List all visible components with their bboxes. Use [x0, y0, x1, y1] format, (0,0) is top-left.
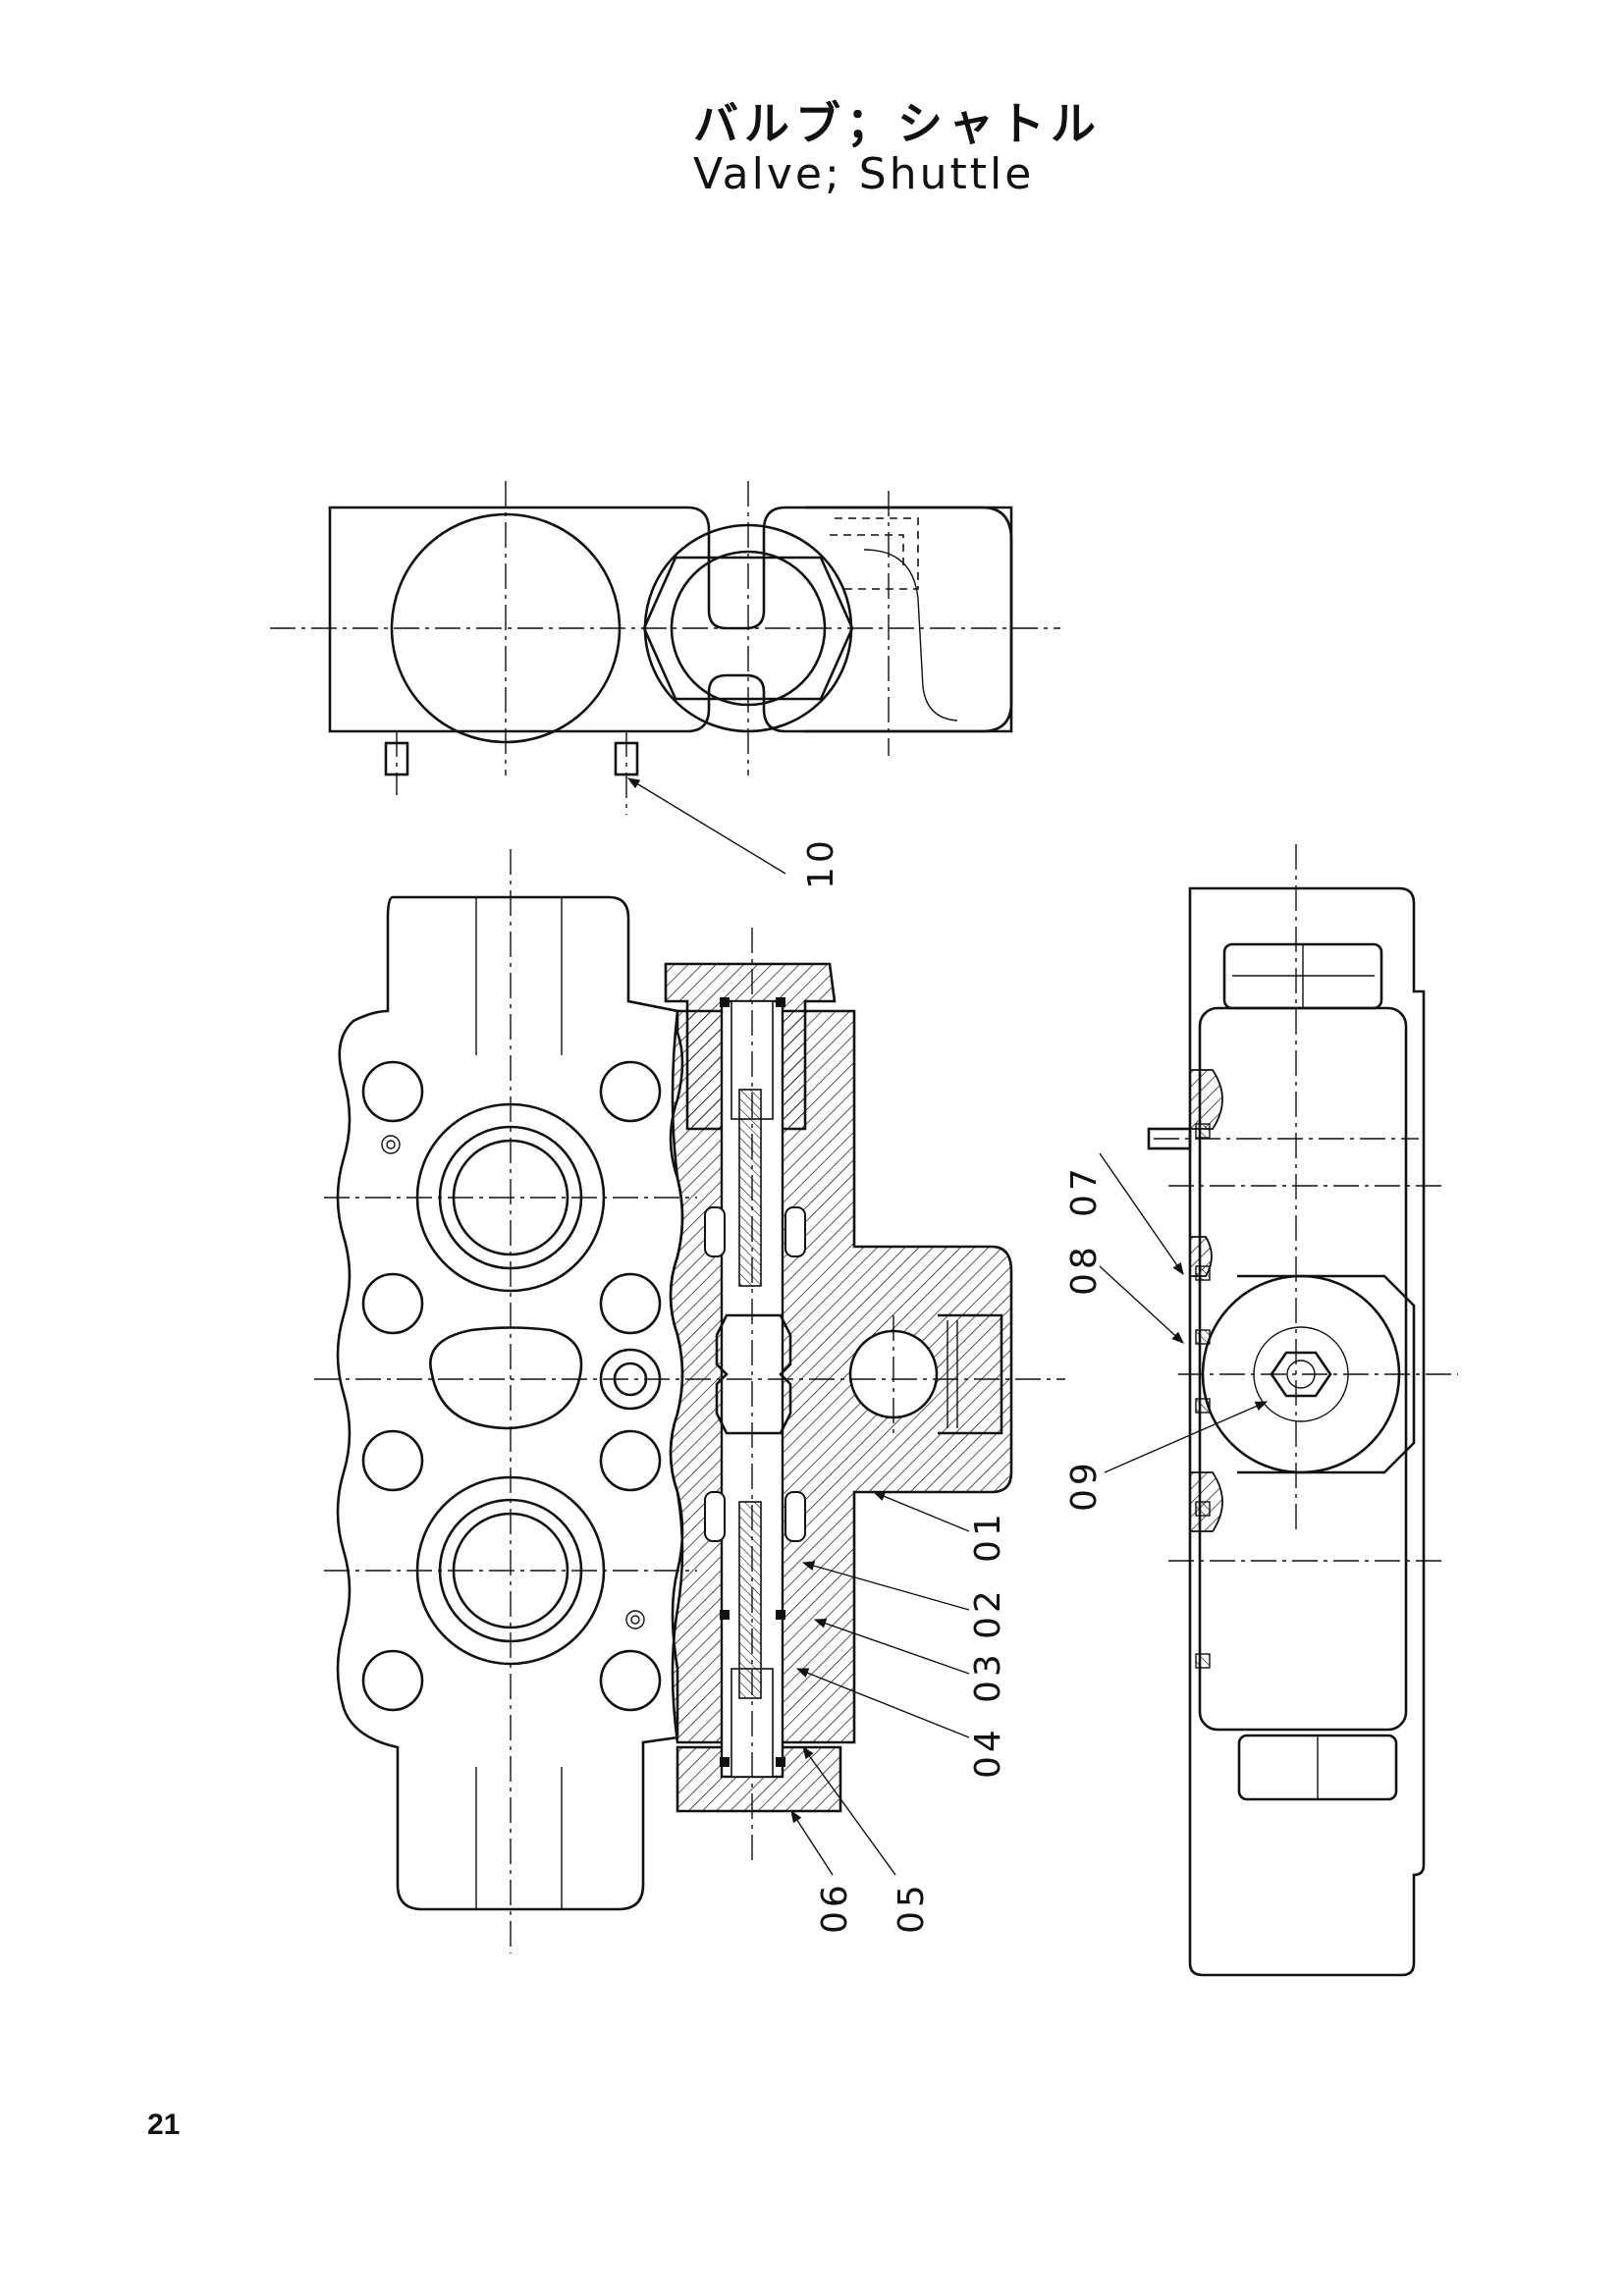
- leader-lines: [626, 777, 1269, 1876]
- page-number: 21: [147, 2109, 181, 2141]
- callout-labels: 10 01 02 03 04 05 06 07 08 09: [801, 836, 1105, 1934]
- callout-09: 09: [1064, 1459, 1105, 1512]
- front-section-view: [314, 849, 1065, 1953]
- title-english: Valve; Shuttle: [693, 149, 1035, 199]
- callout-01: 01: [968, 1510, 1008, 1563]
- callout-05: 05: [892, 1881, 932, 1934]
- side-view: [1147, 844, 1458, 1977]
- callout-02: 02: [968, 1586, 1008, 1639]
- callout-03: 03: [968, 1650, 1008, 1703]
- callout-10: 10: [801, 836, 841, 889]
- title-japanese: バルブ；シャトル: [693, 97, 1102, 150]
- callout-08: 08: [1064, 1243, 1105, 1296]
- callout-04: 04: [968, 1726, 1008, 1779]
- top-view: [270, 481, 1060, 815]
- callout-06: 06: [815, 1881, 855, 1934]
- callout-07: 07: [1064, 1164, 1105, 1217]
